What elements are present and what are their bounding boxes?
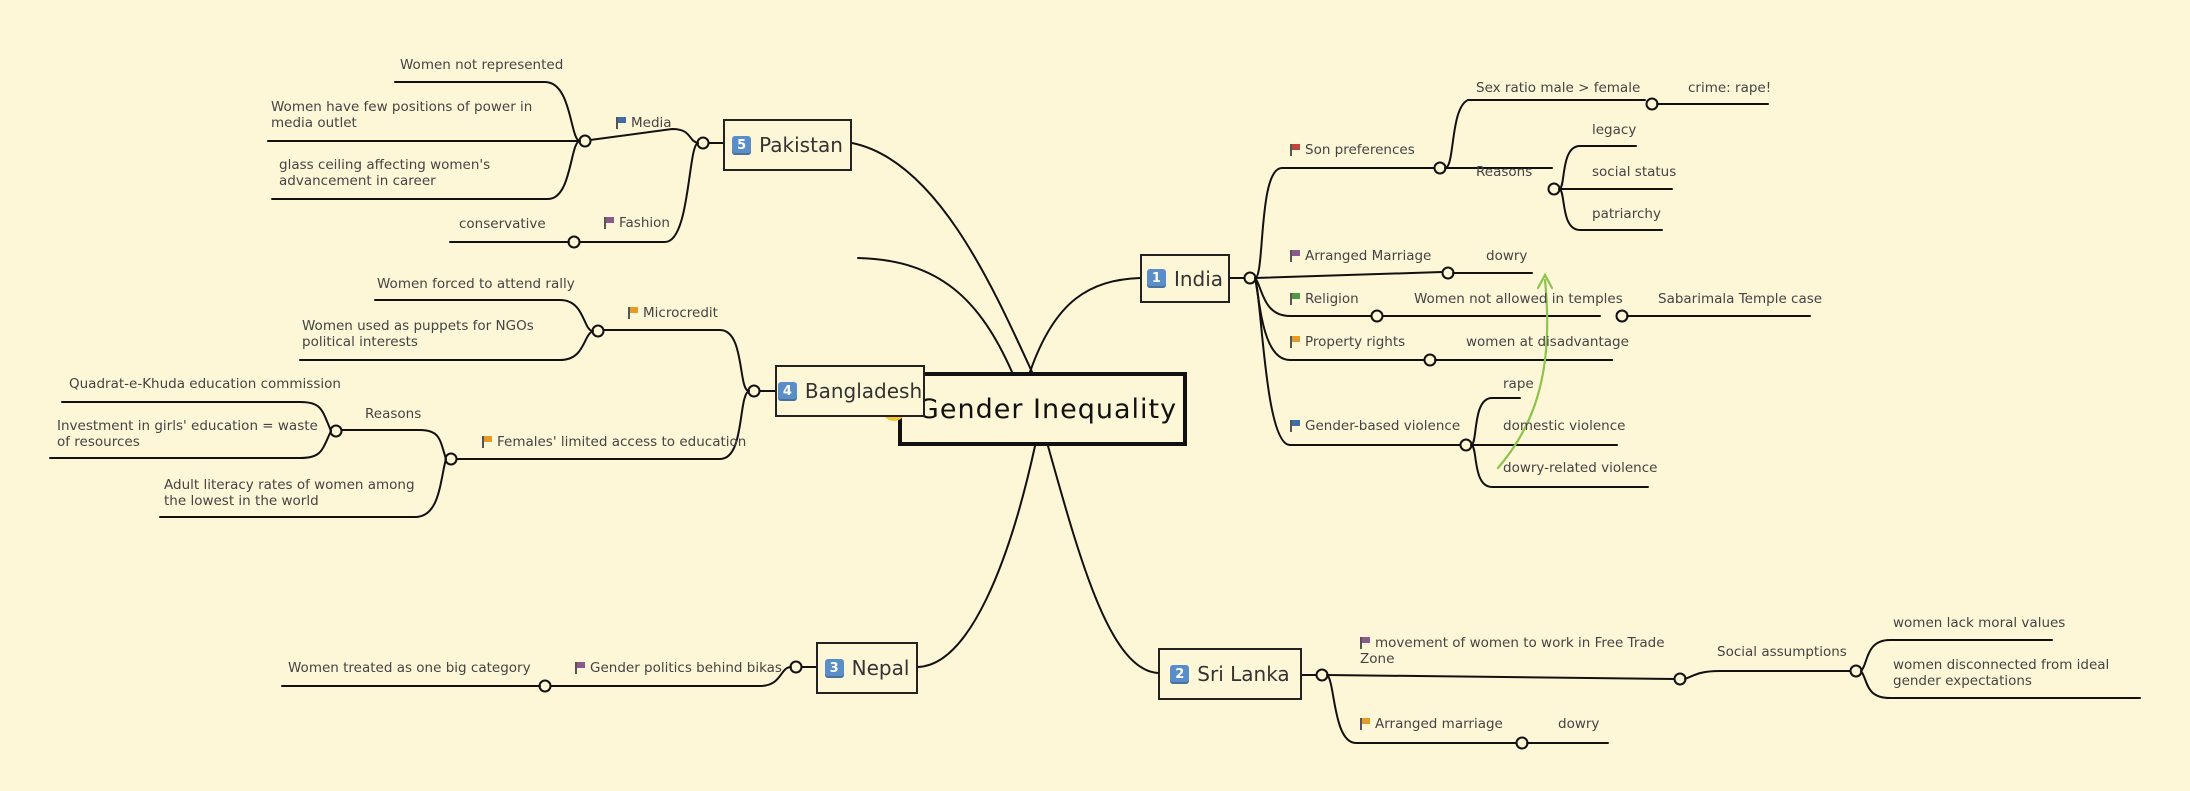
label: Media xyxy=(631,115,672,131)
topic-sri-lanka[interactable]: 2 Sri Lanka xyxy=(1158,648,1302,700)
label: Religion xyxy=(1305,291,1359,307)
label: Females' limited access to education xyxy=(497,434,747,450)
node-glass-ceiling[interactable]: glass ceiling affecting women's advancem… xyxy=(279,157,491,189)
number-5-icon: 5 xyxy=(732,135,752,155)
green-flag-icon xyxy=(1290,293,1300,305)
node-legacy[interactable]: legacy xyxy=(1592,122,1637,138)
node-forced-rally[interactable]: Women forced to attend rally xyxy=(377,276,575,292)
orange-flag-icon xyxy=(1360,718,1370,730)
purple-flag-icon xyxy=(604,217,614,229)
central-topic[interactable]: Gender Inequality xyxy=(881,372,1187,446)
orange-flag-icon xyxy=(482,436,492,448)
node-sabarimala[interactable]: Sabarimala Temple case xyxy=(1658,291,1823,307)
label: Microcredit xyxy=(643,305,718,321)
node-social-assumptions[interactable]: Social assumptions xyxy=(1717,644,1847,660)
topic-pakistan[interactable]: 5 Pakistan xyxy=(723,119,852,171)
label: Arranged Marriage xyxy=(1305,248,1432,264)
node-dowry-violence[interactable]: dowry-related violence xyxy=(1503,460,1658,476)
label: Gender-based violence xyxy=(1305,418,1461,434)
node-dowry-sl[interactable]: dowry xyxy=(1558,716,1600,732)
red-flag-icon xyxy=(1290,144,1300,156)
topic-india-label: India xyxy=(1173,266,1224,291)
node-one-category[interactable]: Women treated as one big category xyxy=(288,660,531,676)
topic-nepal-label: Nepal xyxy=(851,656,910,680)
node-sex-ratio[interactable]: Sex ratio male > female xyxy=(1476,80,1641,96)
orange-flag-icon xyxy=(1290,336,1300,348)
node-rape[interactable]: rape xyxy=(1503,376,1534,392)
orange-flag-icon xyxy=(628,307,638,319)
subtopic-fashion[interactable]: Fashion xyxy=(604,215,670,231)
label: Gender politics behind bikas xyxy=(590,660,782,676)
node-domestic-violence[interactable]: domestic violence xyxy=(1503,418,1626,434)
topic-nepal[interactable]: 3 Nepal xyxy=(816,642,918,694)
node-lack-moral[interactable]: women lack moral values xyxy=(1893,615,2066,631)
node-reasons-bd[interactable]: Reasons xyxy=(365,406,422,422)
subtopic-microcredit[interactable]: Microcredit xyxy=(628,305,718,321)
node-conservative[interactable]: conservative xyxy=(459,216,546,232)
subtopic-arranged-marriage[interactable]: Arranged Marriage xyxy=(1290,248,1431,264)
topic-sri-lanka-label: Sri Lanka xyxy=(1197,662,1290,686)
relationship-arrow xyxy=(1496,272,1554,470)
subtopic-arranged-marriage-sl[interactable]: Arranged marriage xyxy=(1360,716,1503,732)
node-not-represented[interactable]: Women not represented xyxy=(400,57,564,73)
topic-india[interactable]: 1 India xyxy=(1140,254,1230,303)
purple-flag-icon xyxy=(1290,250,1300,262)
node-investment[interactable]: Investment in girls' education = waste o… xyxy=(57,418,318,450)
number-4-icon: 4 xyxy=(777,381,797,401)
purple-flag-icon xyxy=(1360,637,1370,649)
node-few-positions[interactable]: Women have few positions of power in med… xyxy=(271,99,533,131)
number-1-icon: 1 xyxy=(1146,269,1166,288)
subtopic-religion[interactable]: Religion xyxy=(1290,291,1359,307)
label: Fashion xyxy=(619,215,670,231)
topic-pakistan-label: Pakistan xyxy=(759,133,843,157)
node-literacy[interactable]: Adult literacy rates of women among the … xyxy=(164,477,415,509)
node-women-disadvantage[interactable]: women at disadvantage xyxy=(1466,334,1629,350)
subtopic-media[interactable]: Media xyxy=(616,115,672,131)
label: movement of women to work in Free Trade … xyxy=(1360,635,1665,667)
topic-bangladesh[interactable]: 4 Bangladesh xyxy=(775,365,925,417)
node-reasons-india[interactable]: Reasons xyxy=(1476,164,1533,180)
node-social-status[interactable]: social status xyxy=(1592,164,1677,180)
central-topic-label: Gender Inequality xyxy=(917,393,1178,425)
node-dowry-india[interactable]: dowry xyxy=(1486,248,1528,264)
number-3-icon: 3 xyxy=(824,658,844,678)
subtopic-gender-politics[interactable]: Gender politics behind bikas xyxy=(575,660,782,676)
subtopic-gender-violence[interactable]: Gender-based violence xyxy=(1290,418,1460,434)
node-quadrat[interactable]: Quadrat-e-Khuda education commission xyxy=(69,376,341,392)
subtopic-son-preferences[interactable]: Son preferences xyxy=(1290,142,1415,158)
blue-flag-icon xyxy=(616,117,626,129)
subtopic-females-access[interactable]: Females' limited access to education xyxy=(482,434,746,450)
number-2-icon: 2 xyxy=(1170,664,1190,684)
purple-flag-icon xyxy=(575,662,585,674)
subtopic-property-rights[interactable]: Property rights xyxy=(1290,334,1405,350)
label: Arranged marriage xyxy=(1375,716,1503,732)
topic-bangladesh-label: Bangladesh xyxy=(804,379,923,403)
node-disconnected[interactable]: women disconnected from ideal gender exp… xyxy=(1893,657,2110,689)
label: Property rights xyxy=(1305,334,1406,350)
subtopic-movement-women[interactable]: movement of women to work in Free Trade … xyxy=(1360,635,1670,667)
node-women-not-allowed[interactable]: Women not allowed in temples xyxy=(1414,291,1623,307)
node-puppets[interactable]: Women used as puppets for NGOs political… xyxy=(302,318,534,350)
label: Son preferences xyxy=(1305,142,1415,158)
node-crime-rape[interactable]: crime: rape! xyxy=(1688,80,1772,96)
node-patriarchy[interactable]: patriarchy xyxy=(1592,206,1661,222)
blue-flag-icon xyxy=(1290,420,1300,432)
